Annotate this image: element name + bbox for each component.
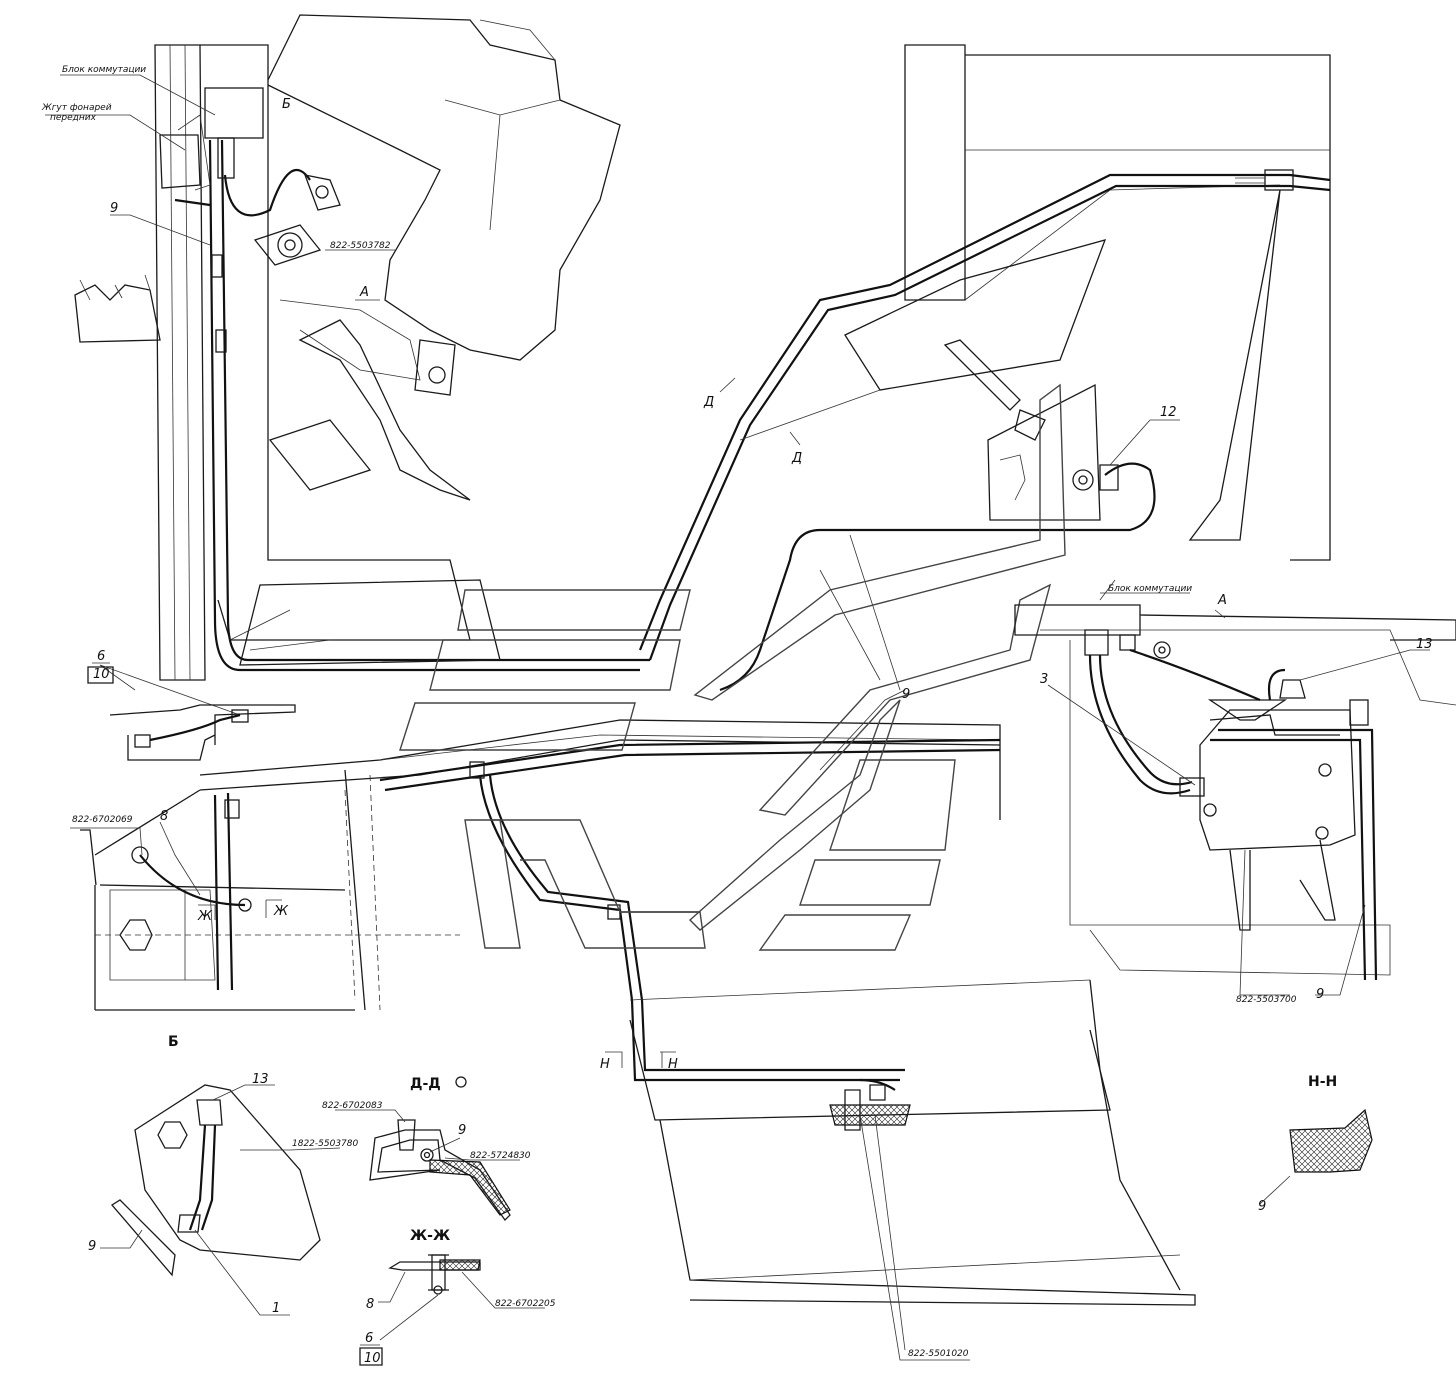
label-num-12: 12 bbox=[1160, 405, 1177, 420]
label-zhgut-line1: Жгут фонарей bbox=[41, 103, 112, 113]
label-a-top: А bbox=[359, 285, 369, 300]
view-pedal-assembly bbox=[74, 14, 650, 681]
labels-center: 6 10 822-6702069 8 Ж Ж Б Н Н 9 822-55010… bbox=[70, 649, 970, 1361]
view-cab-side bbox=[638, 44, 1331, 692]
label-num-6-zh: 6 bbox=[365, 1331, 373, 1346]
label-blok-kommutacii-top: Блок коммутации bbox=[62, 65, 146, 75]
label-num-13-right: 13 bbox=[1416, 637, 1433, 652]
label-num-9-left: 9 bbox=[110, 201, 118, 216]
label-num-8-left: 8 bbox=[160, 809, 168, 824]
label-num-3: 3 bbox=[1040, 672, 1048, 687]
label-num-1: 1 bbox=[272, 1301, 280, 1316]
watermark-logo bbox=[399, 383, 1066, 951]
label-part-5503780: 1822-5503780 bbox=[292, 1139, 359, 1149]
label-zh-mark-2: Ж bbox=[273, 904, 289, 919]
label-num-9-b: 9 bbox=[88, 1239, 96, 1254]
label-part-6702069: 822-6702069 bbox=[72, 815, 133, 825]
label-num-10-zh: 10 bbox=[364, 1351, 381, 1366]
section-d-d: Д-Д bbox=[369, 1076, 511, 1222]
label-zh-mark-1: Ж bbox=[197, 909, 213, 924]
view-detail-sensor bbox=[111, 1084, 321, 1277]
label-num-9-dd: 9 bbox=[458, 1123, 466, 1138]
label-d-arrow-1: Д bbox=[703, 395, 714, 410]
label-num-13-b: 13 bbox=[252, 1072, 269, 1087]
view-floor-harness bbox=[80, 719, 1196, 1306]
label-b-top: Б bbox=[282, 97, 291, 112]
label-zhgut-line2: передних bbox=[50, 113, 97, 123]
label-num-6-left: 6 bbox=[97, 649, 105, 664]
label-part-6702083: 822-6702083 bbox=[322, 1101, 383, 1111]
label-b-section-title: Б bbox=[168, 1034, 179, 1050]
label-part-6702205: 822-6702205 bbox=[495, 1299, 556, 1309]
labels-section-n-n: 9 bbox=[1258, 1175, 1291, 1214]
label-num-9-right: 9 bbox=[1316, 987, 1324, 1002]
label-n-mark-2: Н bbox=[668, 1057, 678, 1072]
labels-top-right: Д Д 12 bbox=[703, 377, 1180, 466]
label-num-10-left: 10 bbox=[93, 667, 110, 682]
label-nn-title: Н-Н bbox=[1308, 1074, 1337, 1090]
view-detail-a bbox=[1014, 604, 1456, 981]
label-d-arrow-2: Д bbox=[791, 451, 802, 466]
labels-detail-sensor: 13 1822-5503780 9 1 bbox=[88, 1072, 359, 1316]
label-num-9-nn: 9 bbox=[1258, 1199, 1266, 1214]
section-zh-zh: Ж-Ж bbox=[388, 1228, 481, 1295]
labels-detail-a: Блок коммутации А 13 3 822-5503700 9 bbox=[1040, 579, 1433, 1005]
label-part-5503700: 822-5503700 bbox=[1236, 995, 1297, 1005]
labels-top-left: Блок коммутации Жгут фонарей передних Б … bbox=[41, 65, 391, 300]
label-n-mark-1: Н bbox=[600, 1057, 610, 1072]
label-blok-kommutacii-right: Блок коммутации bbox=[1108, 584, 1192, 594]
label-num-9-center: 9 bbox=[902, 687, 910, 702]
label-num-8-zh: 8 bbox=[366, 1297, 374, 1312]
labels-section-d-d: 822-6702083 9 822-5724830 bbox=[322, 1101, 531, 1161]
label-zhzh-title: Ж-Ж bbox=[410, 1228, 450, 1244]
label-part-5503782: 822-5503782 bbox=[330, 241, 391, 251]
label-part-5501020: 822-5501020 bbox=[908, 1349, 969, 1359]
labels-section-zh-zh: 8 822-6702205 6 10 bbox=[359, 1271, 556, 1366]
section-n-n: Н-Н bbox=[1289, 1074, 1373, 1173]
label-dd-title: Д-Д bbox=[410, 1076, 441, 1092]
leaders-top-left bbox=[45, 74, 395, 301]
label-part-5724830: 822-5724830 bbox=[470, 1151, 531, 1161]
label-a-right: А bbox=[1217, 593, 1227, 608]
